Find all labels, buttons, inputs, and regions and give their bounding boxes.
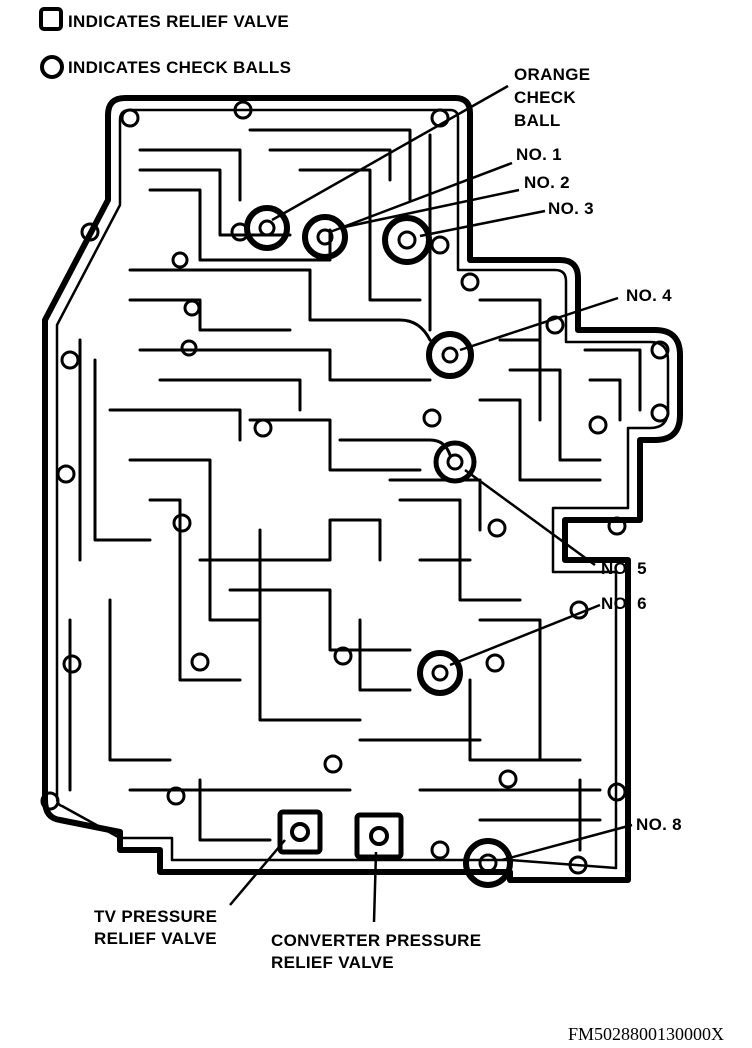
bolt-holes [40, 100, 670, 875]
check-ball-no1-label: NO. 1 [516, 145, 562, 164]
tv-pressure-relief-valve-label: TV PRESSURE RELIEF VALVE [94, 907, 222, 948]
fluid-passages [68, 128, 642, 852]
check-ball-legend-icon [40, 55, 64, 79]
legend-check-balls-text: INDICATES CHECK BALLS [68, 58, 291, 77]
check-ball-no6-label: NO. 6 [601, 594, 647, 613]
check-ball-no6-icon [417, 650, 463, 696]
tv-pressure-relief-valve-icon [277, 809, 323, 855]
check-ball-no4-icon [426, 331, 474, 379]
check-ball-no8-label: NO. 8 [636, 815, 682, 834]
legend-relief-valve-text: INDICATES RELIEF VALVE [68, 12, 289, 31]
check-ball-no3-icon [382, 215, 432, 265]
figure-code: FM5028800130000X [568, 1024, 724, 1044]
check-ball-no2-label: NO. 2 [524, 173, 570, 192]
converter-pressure-relief-valve-label: CONVERTER PRESSURE RELIEF VALVE [271, 931, 486, 972]
check-ball-no5-icon [433, 440, 477, 484]
check-ball-no3-label: NO. 3 [548, 199, 594, 218]
check-ball-no5-label: NO. 5 [601, 559, 647, 578]
check-ball-no4-label: NO. 4 [626, 286, 672, 305]
check-ball-no8-icon [463, 838, 513, 888]
leader-lines [229, 84, 633, 923]
relief-valve-legend-icon [39, 7, 63, 31]
converter-pressure-relief-valve-icon [354, 812, 404, 860]
orange-check-ball-icon [244, 205, 290, 251]
orange-check-ball-label: ORANGE CHECK BALL [514, 65, 595, 130]
check-ball-no1-icon [302, 214, 348, 260]
